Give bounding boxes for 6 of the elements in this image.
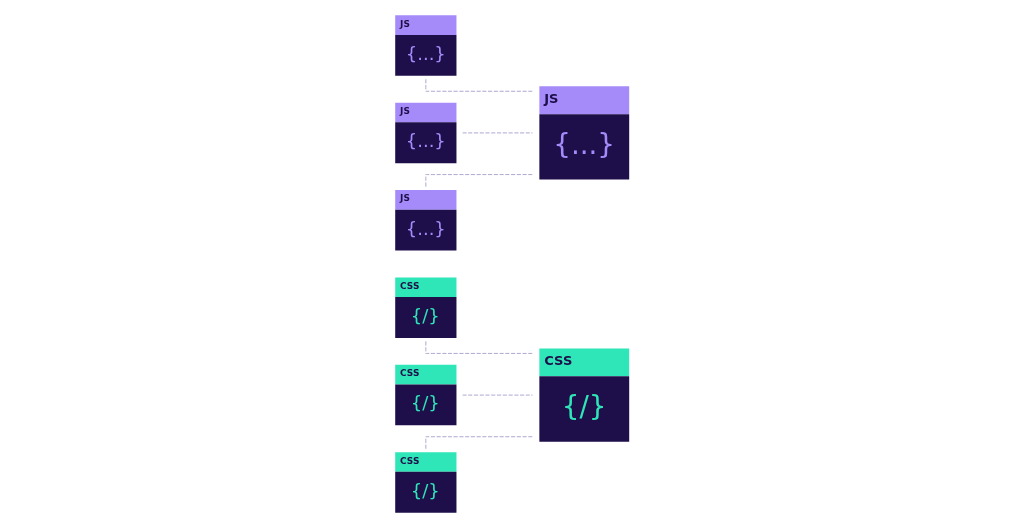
connector: [425, 78, 534, 92]
connector: [425, 341, 534, 354]
connector: [462, 394, 533, 396]
connector: [425, 436, 534, 450]
connector: [462, 132, 533, 134]
connector: [425, 174, 534, 187]
